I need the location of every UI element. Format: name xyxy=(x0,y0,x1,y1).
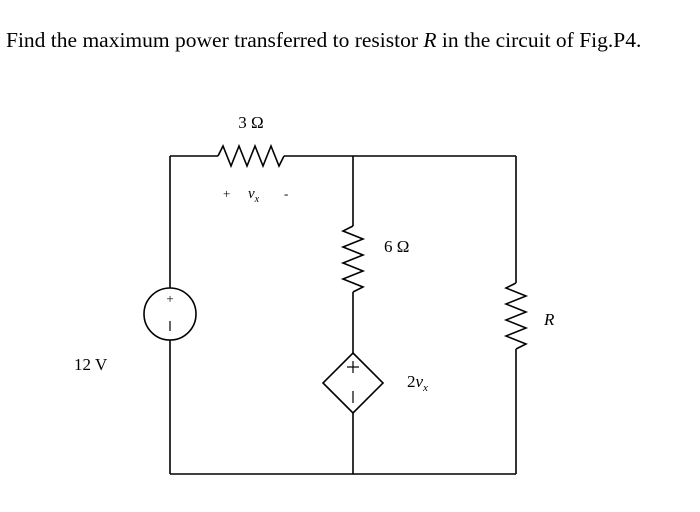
resistor-3-ohm-label: 3 Ω xyxy=(238,113,263,132)
resistor-6-ohm-label: 6 Ω xyxy=(384,237,409,256)
problem-statement: Find the maximum power transferred to re… xyxy=(6,28,642,52)
resistor-3-ohm xyxy=(217,143,285,169)
vx-minus-sign: - xyxy=(284,186,288,201)
vx-label: vx xyxy=(248,186,260,205)
problem-text-prefix: Find the maximum power transferred to re… xyxy=(6,28,418,52)
vx-plus-sign: + xyxy=(223,186,230,201)
source-voltage-label: 12 V xyxy=(74,355,108,374)
problem-variable-r: R xyxy=(423,28,437,52)
problem-text-suffix: in the circuit of Fig.P4. xyxy=(441,28,642,52)
source-plus-sign: + xyxy=(166,291,173,306)
resistor-load-r xyxy=(503,282,529,350)
resistor-6-ohm xyxy=(340,225,366,293)
load-resistor-label: R xyxy=(543,310,555,329)
dependent-source-label: 2vx xyxy=(407,372,428,394)
